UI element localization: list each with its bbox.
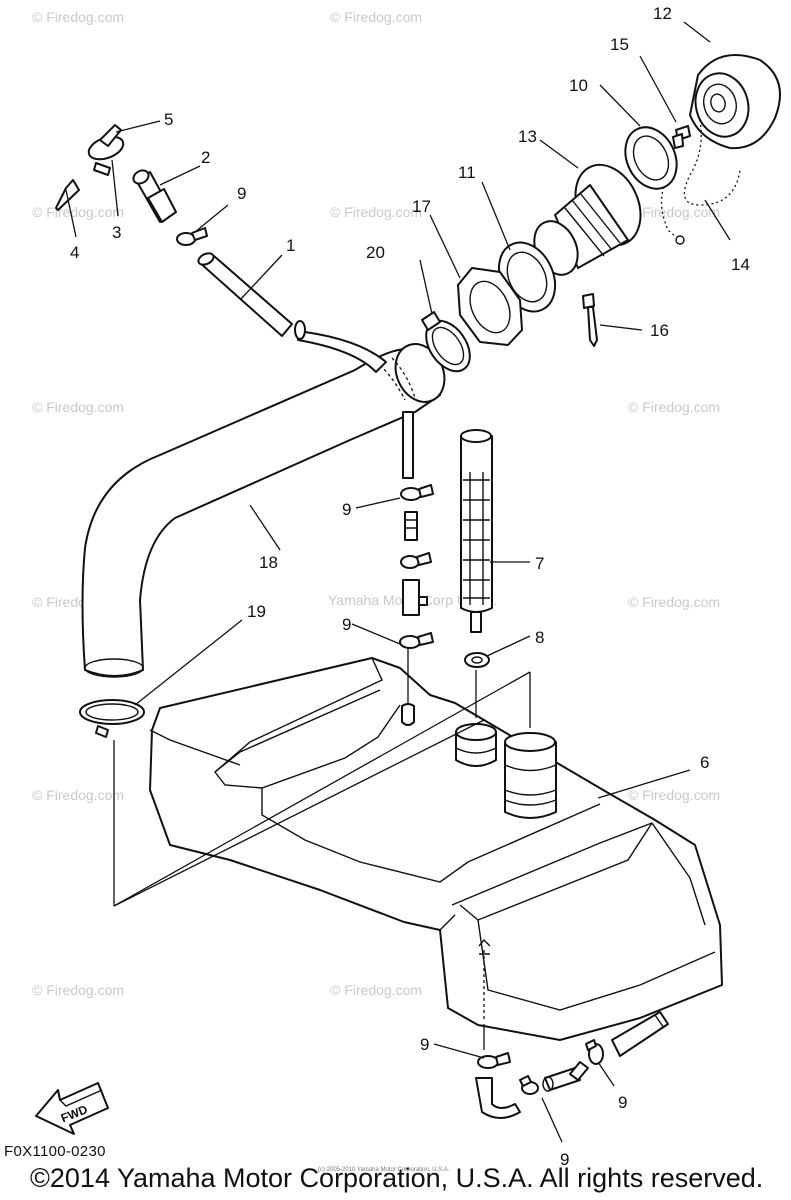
callout-9: 9 — [420, 1035, 429, 1054]
vent-fittings — [176, 227, 434, 649]
callout-20: 20 — [366, 243, 385, 262]
tank-filler-neck — [504, 732, 557, 819]
figure-code: F0X1100-0230 — [4, 1143, 106, 1160]
tank-vent-fitting — [401, 703, 415, 726]
drain-fittings — [475, 1011, 669, 1119]
callout-9: 9 — [237, 184, 246, 203]
callout-17: 17 — [412, 197, 431, 216]
callout-1: 1 — [286, 236, 295, 255]
callout-2: 2 — [201, 148, 210, 167]
fuel-strainer — [460, 429, 493, 668]
callout-18: 18 — [259, 553, 278, 572]
callout-14: 14 — [731, 255, 750, 274]
watermark: © Firedog.com — [32, 9, 124, 25]
watermark: © Firedog.com — [628, 594, 720, 610]
hex-nut — [457, 267, 523, 346]
callout-9: 9 — [342, 615, 351, 634]
callout-9: 9 — [618, 1093, 627, 1112]
callout-5: 5 — [164, 110, 173, 129]
watermark: © Firedog.com — [32, 982, 124, 998]
callout-15: 15 — [610, 35, 629, 54]
filler-cap — [660, 54, 781, 245]
callout-4: 4 — [70, 243, 79, 262]
fuel-tank — [149, 657, 723, 1041]
filler-neck — [533, 163, 642, 347]
callout-3: 3 — [112, 223, 121, 242]
watermark: © Firedog.com — [628, 204, 720, 220]
filler-hose — [81, 343, 446, 678]
watermark: © Firedog.com — [330, 9, 422, 25]
hose-clamp-19 — [79, 699, 145, 738]
callout-13: 13 — [518, 127, 537, 146]
hose-clamp-20 — [421, 311, 471, 373]
callouts: 1 2 3 4 5 6 7 8 9 9 9 9 9 9 10 11 12 13 … — [70, 4, 750, 1169]
tiny-copyright-note: (c) 2005-2010 Yamaha Motor Corporation, … — [318, 1167, 450, 1173]
callout-11: 11 — [458, 163, 476, 182]
callout-6: 6 — [700, 753, 709, 772]
fuel-filter-assembly — [55, 124, 177, 223]
watermark: © Firedog.com — [32, 204, 124, 220]
callout-19: 19 — [247, 602, 266, 621]
vent-hose — [197, 252, 414, 479]
tank-pickup-port — [455, 723, 497, 767]
callout-9: 9 — [560, 1150, 569, 1169]
callout-12: 12 — [653, 4, 672, 23]
watermark: © Firedog.com — [330, 982, 422, 998]
copyright-notice: ©2014 Yamaha Motor Corporation, U.S.A. A… — [30, 1163, 764, 1193]
callout-10: 10 — [569, 76, 588, 95]
callout-7: 7 — [535, 554, 544, 573]
fwd-arrow: FWD — [35, 1082, 109, 1135]
gasket — [624, 126, 678, 190]
watermark: © Firedog.com — [32, 399, 124, 415]
callout-8: 8 — [535, 628, 544, 647]
leader-lines — [65, 21, 731, 1143]
watermark: © Firedog.com — [330, 204, 422, 220]
watermark: © Firedog.com — [628, 787, 720, 803]
watermark: © Firedog.com — [32, 787, 124, 803]
callout-16: 16 — [650, 321, 669, 340]
watermark: © Firedog.com — [628, 399, 720, 415]
callout-9: 9 — [342, 500, 351, 519]
